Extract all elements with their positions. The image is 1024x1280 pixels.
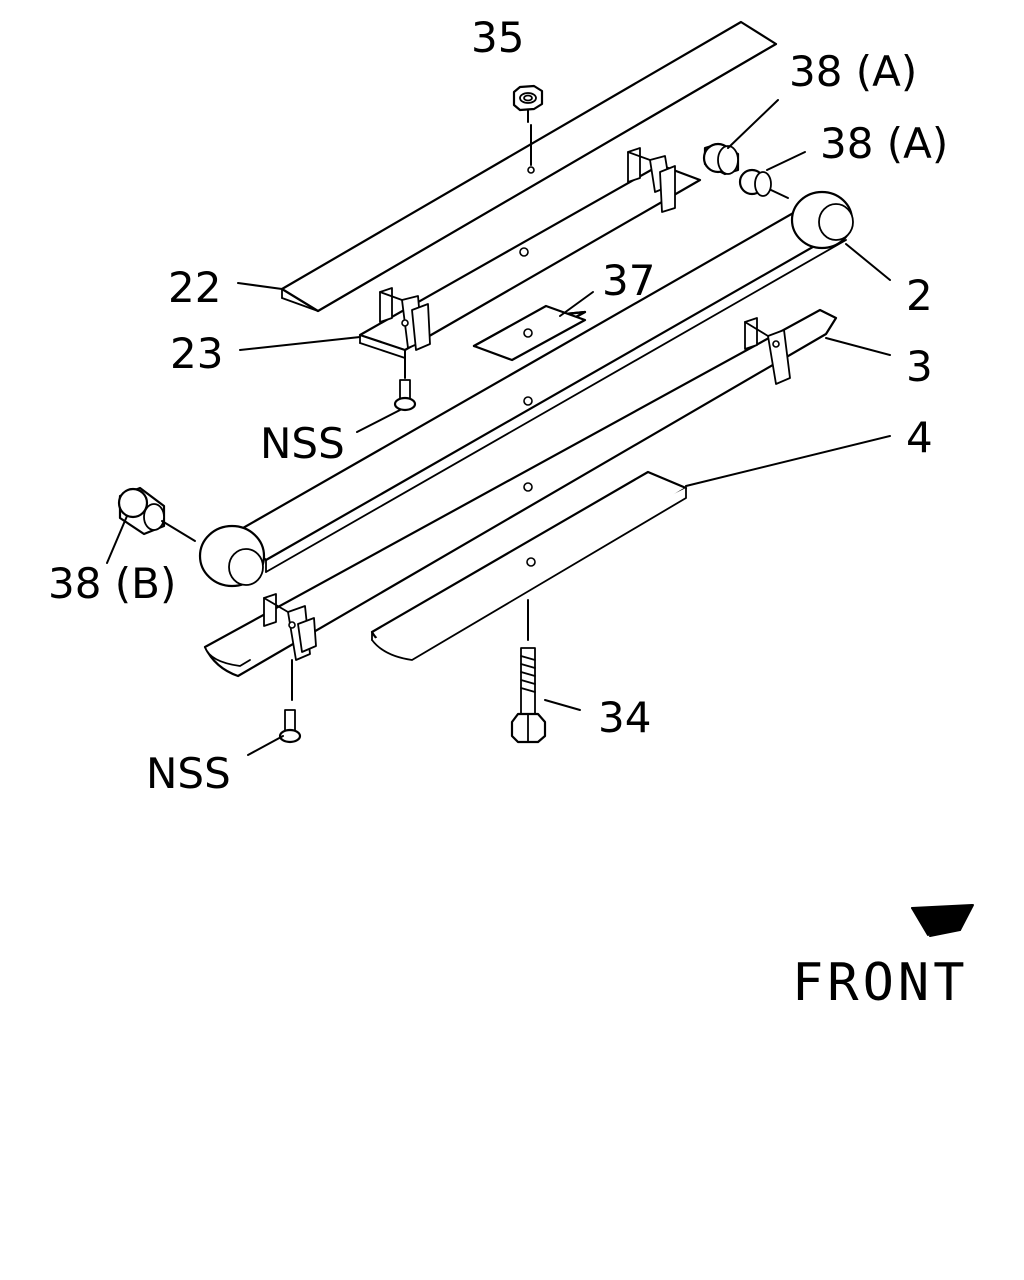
label-2: 2 bbox=[906, 271, 933, 320]
leaf-3 bbox=[203, 308, 838, 701]
bushing-38a-upper bbox=[702, 142, 740, 176]
main-leaf-2 bbox=[198, 190, 854, 588]
label-34: 34 bbox=[598, 693, 651, 742]
leader-lines bbox=[106, 99, 891, 756]
rivet-nss-lower bbox=[278, 709, 302, 744]
label-38b: 38 (B) bbox=[48, 559, 176, 608]
front-direction-indicator: FRONT bbox=[792, 904, 974, 1013]
center-bolt-34 bbox=[510, 647, 547, 744]
label-4: 4 bbox=[906, 413, 933, 462]
pad-37 bbox=[472, 304, 587, 362]
leaf-23 bbox=[358, 147, 702, 379]
bushing-38b bbox=[117, 486, 196, 542]
label-23: 23 bbox=[170, 329, 223, 378]
leaf-22 bbox=[280, 20, 778, 313]
callout-labels: 35 38 (A) 38 (A) 22 23 37 2 3 4 NSS 38 (… bbox=[48, 13, 948, 798]
label-3: 3 bbox=[906, 342, 933, 391]
front-label: FRONT bbox=[792, 953, 969, 1013]
label-37: 37 bbox=[602, 256, 655, 305]
label-nss-upper: NSS bbox=[260, 419, 345, 468]
rivet-nss-upper bbox=[393, 379, 417, 412]
label-38a-upper: 38 (A) bbox=[789, 47, 917, 96]
nut-35 bbox=[512, 84, 544, 123]
label-35: 35 bbox=[471, 13, 524, 62]
label-38a-lower: 38 (A) bbox=[820, 119, 948, 168]
label-22: 22 bbox=[168, 263, 221, 312]
label-nss-lower: NSS bbox=[146, 749, 231, 798]
leaf-4 bbox=[370, 470, 688, 661]
bushing-38a-lower bbox=[738, 168, 789, 199]
